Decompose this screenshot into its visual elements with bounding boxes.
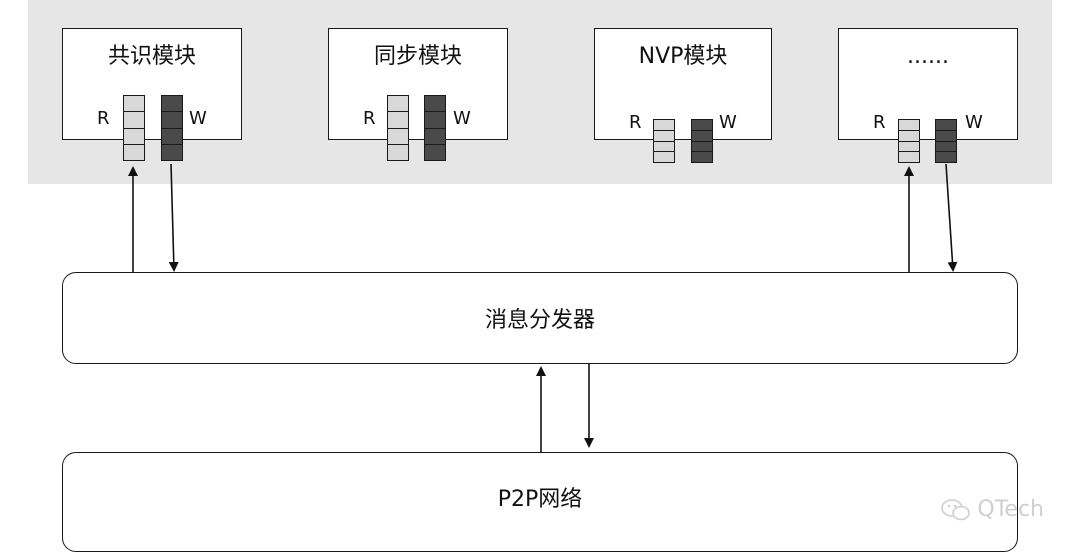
write-queue — [935, 119, 957, 163]
write-label: W — [965, 112, 983, 133]
module-title: ...... — [907, 44, 949, 69]
read-queue — [898, 119, 920, 163]
watermark-text: QTech — [977, 497, 1044, 522]
read-label: R — [363, 108, 376, 129]
write-label: W — [189, 108, 207, 129]
dispatcher-label: 消息分发器 — [484, 308, 595, 333]
module-title: NVP模块 — [638, 44, 728, 69]
module-nvp: NVP模块 R W — [594, 28, 772, 163]
write-label: W — [719, 112, 737, 133]
module-more: ...... R W — [838, 28, 1018, 163]
read-label: R — [97, 108, 110, 129]
module-sync: 同步模块 R W — [328, 28, 508, 161]
wechat-icon — [941, 498, 971, 520]
read-queue — [123, 95, 145, 161]
module-title: 同步模块 — [373, 44, 462, 69]
module-consensus: 共识模块 R W — [62, 28, 242, 161]
arrow-from-more-write — [945, 163, 958, 272]
arrow-from-consensus-write — [168, 163, 179, 272]
module-title: 共识模块 — [107, 44, 196, 69]
read-queue — [387, 95, 409, 161]
message-dispatcher: 消息分发器 — [62, 272, 1018, 364]
read-label: R — [629, 112, 642, 133]
network-label: P2P网络 — [497, 487, 583, 512]
read-label: R — [873, 112, 886, 133]
connector-arrows — [128, 163, 958, 452]
write-queue — [691, 119, 713, 163]
write-label: W — [453, 108, 471, 129]
watermark: QTech — [941, 497, 1044, 522]
read-queue — [653, 119, 675, 163]
write-queue — [424, 95, 446, 161]
write-queue — [161, 95, 183, 161]
